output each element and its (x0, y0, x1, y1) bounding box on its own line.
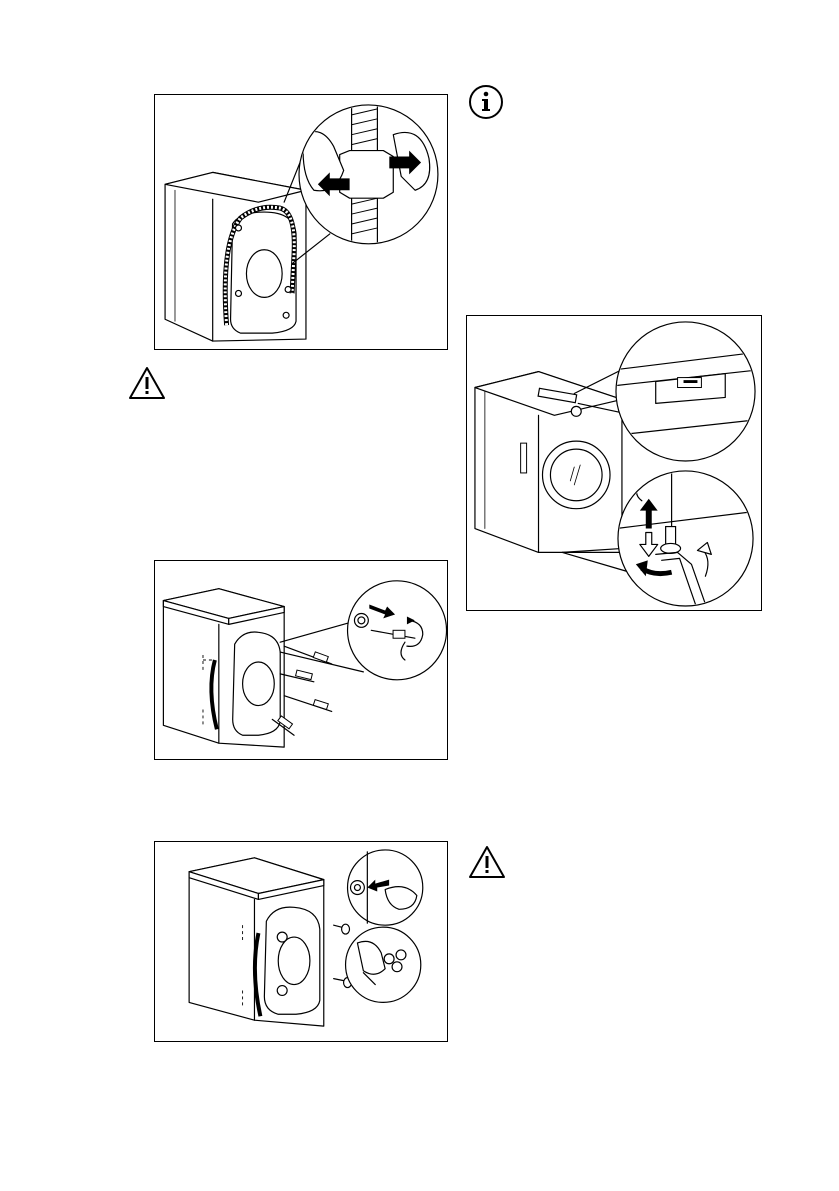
hose-clip-illustration (155, 95, 447, 349)
warning-icon (128, 366, 166, 400)
levelling-feet-illustration (467, 316, 761, 610)
info-icon (468, 84, 504, 120)
figure-levelling-feet-adjustment (466, 315, 762, 611)
transit-bolt-illustration (155, 561, 447, 759)
warning-icon (468, 845, 506, 879)
figure-hose-clip-removal (154, 94, 448, 350)
figure-transit-bolt-removal (154, 560, 448, 760)
hole-cap-illustration (155, 842, 447, 1041)
figure-hole-cap-insertion (154, 841, 448, 1042)
